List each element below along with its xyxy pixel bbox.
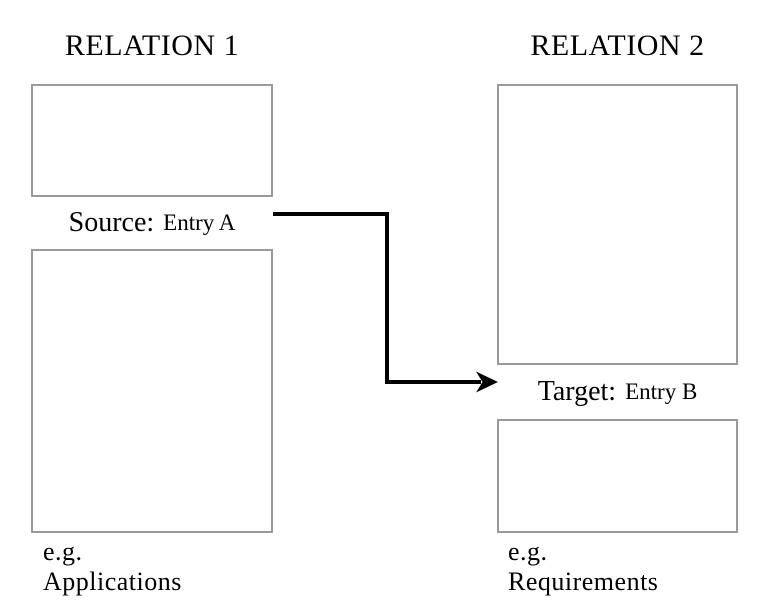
arrow-head-icon (476, 371, 498, 393)
source-row: Source: Entry A (31, 195, 273, 251)
source-value: Entry A (163, 210, 236, 235)
example-name: Requirements (508, 567, 659, 596)
arrow-line (273, 212, 481, 384)
target-row: Target: Entry B (497, 363, 738, 421)
relation1-title: RELATION 1 (64, 29, 240, 62)
target-label: Target: (537, 376, 617, 407)
example-name: Applications (43, 567, 182, 596)
example-prefix: e.g. (508, 537, 548, 566)
relation2-box: Target: Entry B (497, 84, 738, 533)
relation2-example: e.g. Requirements (508, 537, 658, 597)
example-prefix: e.g. (43, 537, 83, 566)
source-label: Source: (68, 207, 155, 238)
relation1-example: e.g. Applications (43, 537, 182, 597)
target-value: Entry B (625, 379, 698, 404)
relation2-title: RELATION 2 (530, 29, 705, 62)
relation1-box: Source: Entry A (31, 84, 273, 533)
